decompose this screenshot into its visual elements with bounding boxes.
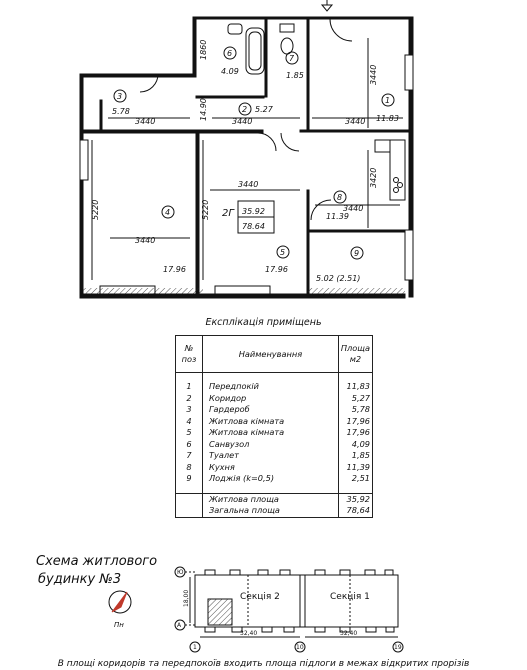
row-area: 4,09 (337, 438, 374, 450)
row-area: 11,83 (337, 381, 374, 393)
row-num: 8 (175, 461, 203, 473)
room-8-num: 8 (337, 193, 342, 202)
stamp-living: 35.92 (242, 207, 265, 216)
axis-19-label: 19 (394, 644, 402, 651)
axis-1-label: 1 (193, 644, 197, 651)
row-num: 1 (175, 381, 203, 393)
building-scheme: Пн Секція 2 Секція 1 18,00 32,40 32,40 Ю… (108, 566, 404, 653)
axis-10-label: 10 (296, 644, 304, 651)
section-1-label: Секція 1 (330, 592, 370, 602)
room-9-area: 5.02 (2.51) (316, 274, 360, 283)
room-7-num: 7 (289, 54, 295, 63)
scheme-title: Схема житлового будинку №3 (36, 553, 157, 589)
room-3-num: 3 (117, 92, 122, 101)
dim-3440-d: 3440 (238, 180, 258, 189)
footnote: В площі коридорів та передпокоїв входить… (57, 659, 470, 669)
room-4-area: 17.96 (163, 265, 186, 274)
row-num: 4 (175, 415, 203, 427)
section-2-label: Секція 2 (240, 592, 280, 602)
floor-plan: 3 5.78 1 11.83 2 5.27 4 17.96 5 17.96 6 … (79, 0, 414, 299)
room-2-area: 5.27 (255, 105, 274, 114)
room-9-num: 9 (354, 249, 359, 258)
row-name: Гардероб (202, 404, 339, 416)
row-name: Коридор (202, 392, 339, 404)
row-area: 2,51 (337, 473, 374, 485)
dim-width-2: 32,40 (340, 630, 357, 637)
row-num: 2 (175, 392, 203, 404)
row-name: Житлова кімната (202, 427, 339, 439)
row-num: 7 (175, 450, 203, 462)
dim-width-1: 32,40 (240, 630, 257, 637)
dim-3440-c: 3440 (345, 117, 365, 126)
room-1-area: 11.83 (376, 114, 399, 123)
row-name: Лоджія (k=0,5) (202, 473, 339, 485)
explication-title: Експлікація приміщень (205, 317, 322, 328)
stamp-code: 2Г (222, 208, 235, 219)
room-2-num: 2 (242, 105, 247, 114)
room-3-area: 5.78 (112, 107, 130, 116)
dim-3440-b: 3440 (232, 117, 252, 126)
north-arrow-icon (111, 591, 128, 613)
row-num: 5 (175, 427, 203, 439)
room-1-num: 1 (385, 96, 390, 105)
room-6-num: 6 (227, 49, 232, 58)
row-area: 17,96 (337, 427, 374, 439)
living-area-label: Житлова площа (202, 492, 339, 505)
dim-3440-v: 3440 (369, 65, 378, 85)
row-name: Передпокій (202, 381, 339, 393)
room-6-area: 4.09 (221, 67, 239, 76)
north-label: Пн (114, 621, 124, 629)
dim-3440-f: 3440 (135, 236, 155, 245)
room-5-num: 5 (280, 248, 285, 257)
scheme-title-line1: Схема житлового (36, 554, 158, 569)
col-area-header: Площа м2 (337, 335, 374, 373)
dim-1860: 1860 (199, 40, 208, 60)
row-num: 3 (175, 404, 203, 416)
axis-bottom-label: А (177, 622, 182, 629)
dim-1490: 14.90 (199, 98, 208, 121)
axis-top-label: Ю (177, 569, 184, 576)
row-area: 5,78 (337, 404, 374, 416)
stamp-total: 78.64 (242, 222, 265, 231)
total-area-value: 78,64 (337, 505, 374, 518)
dim-3440-e: 3440 (343, 204, 363, 213)
dim-3440-a: 3440 (135, 117, 155, 126)
room-7-area: 1.85 (286, 71, 304, 80)
row-name: Житлова кімната (202, 415, 339, 427)
room-4-num: 4 (165, 208, 170, 217)
living-area-value: 35,92 (337, 492, 374, 505)
scheme-title-line2: будинку №3 (38, 572, 122, 587)
room-5-area: 17.96 (265, 265, 288, 274)
row-area: 5,27 (337, 392, 374, 404)
row-name: Туалет (202, 450, 339, 462)
row-name: Кухня (202, 461, 339, 473)
row-area: 1,85 (337, 450, 374, 462)
dim-5220-a: 5220 (91, 200, 100, 220)
total-area-label: Загальна площа (202, 505, 339, 518)
dim-3420: 3420 (369, 168, 378, 188)
col-name-header: Найменування (202, 335, 339, 373)
row-area: 11,39 (337, 461, 374, 473)
row-name: Санвузол (202, 438, 339, 450)
dim-5220-b: 5220 (201, 200, 210, 220)
room-8-area: 11.39 (326, 212, 349, 221)
dim-height: 18,00 (183, 590, 190, 607)
row-area: 17,96 (337, 415, 374, 427)
row-num: 6 (175, 438, 203, 450)
col-num-header: № поз (175, 335, 203, 373)
row-num: 9 (175, 473, 203, 485)
